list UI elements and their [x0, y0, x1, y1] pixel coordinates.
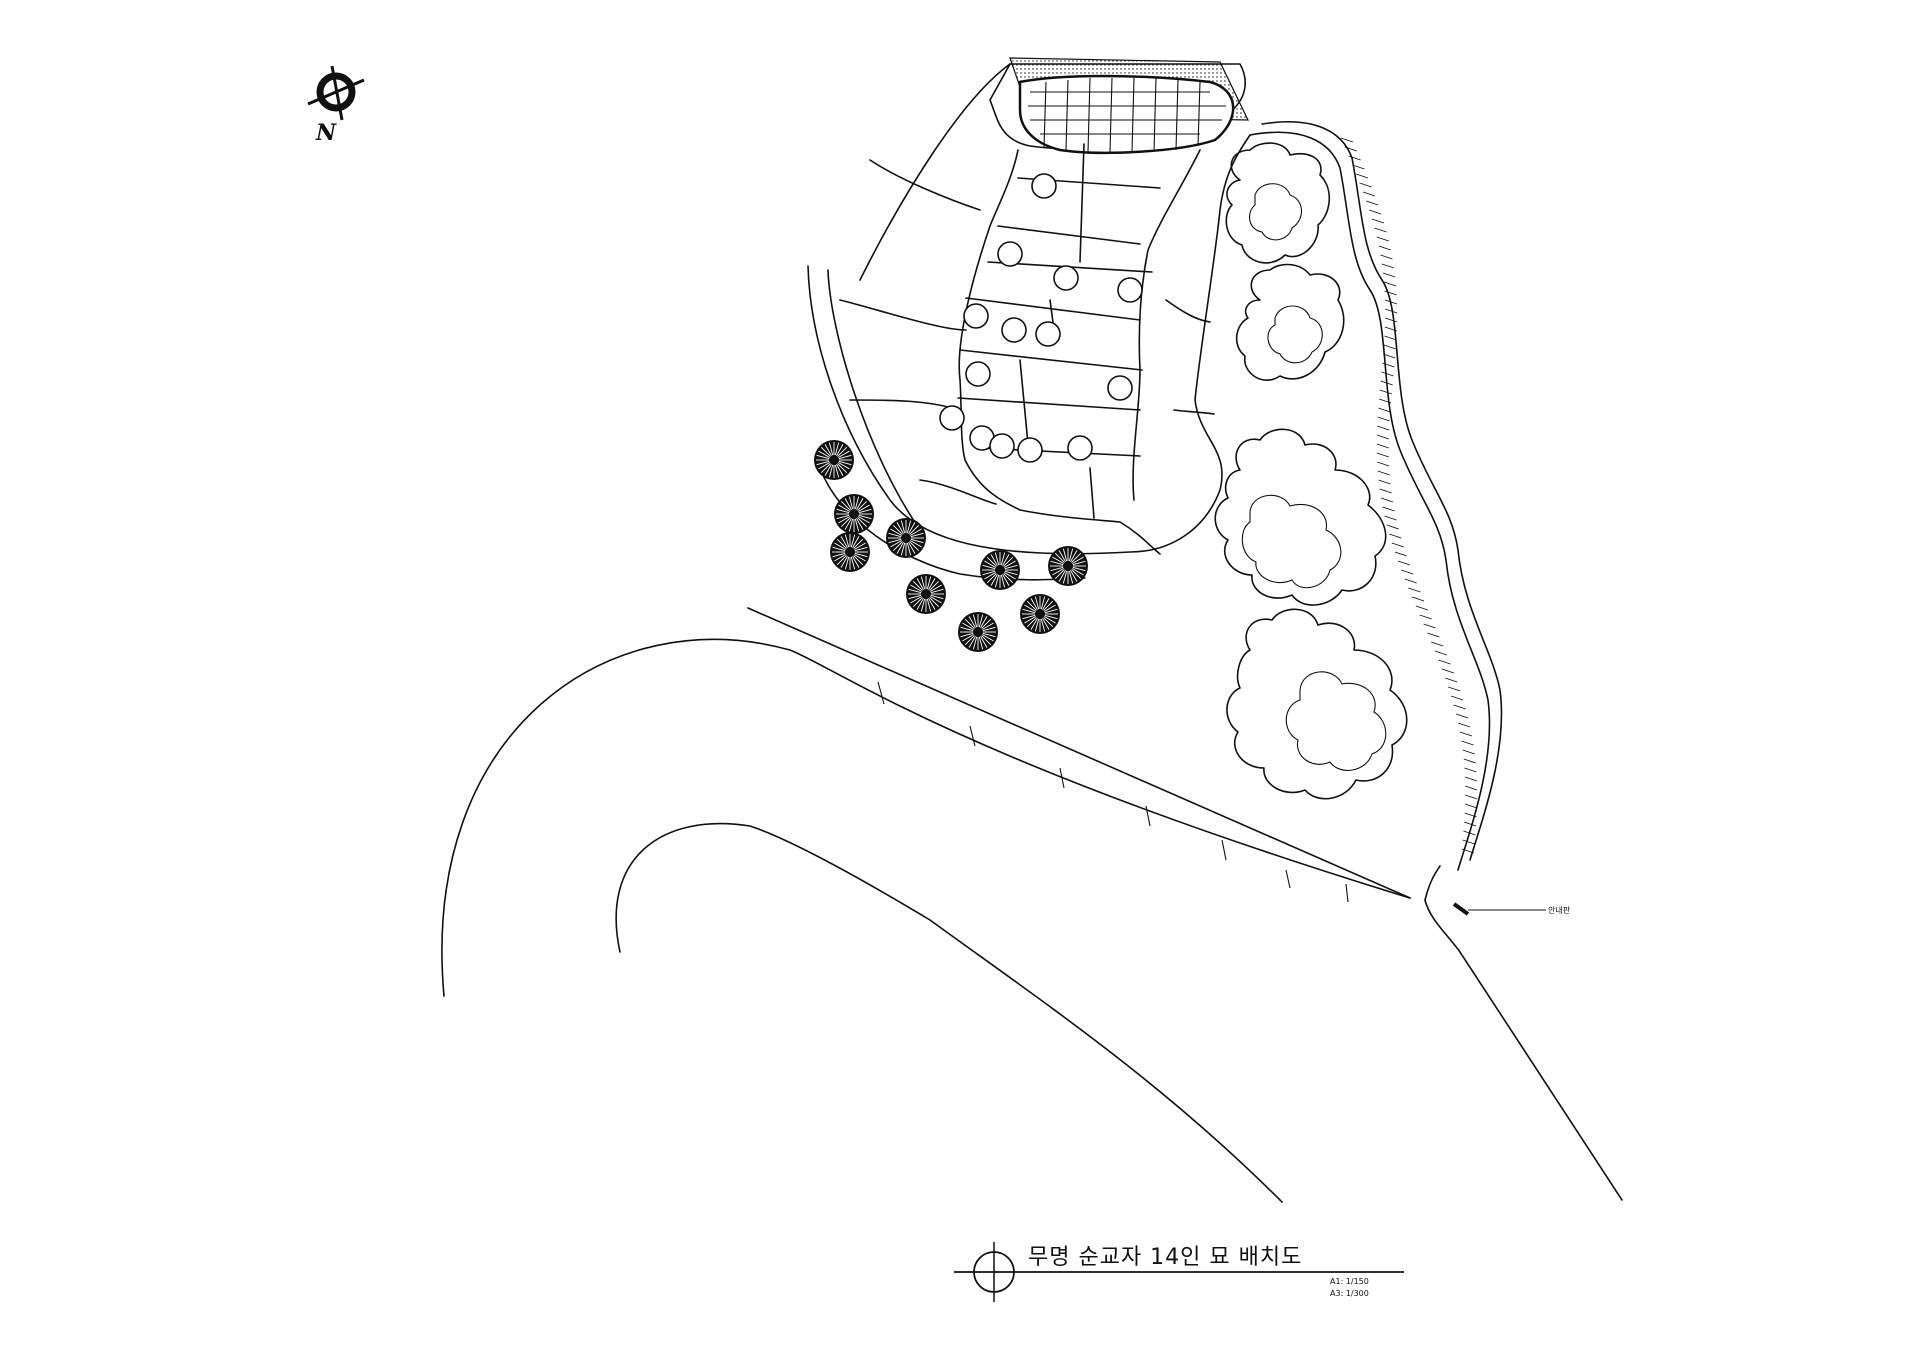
- embankment-edge: [1249, 120, 1503, 871]
- tree-icon: [1020, 594, 1060, 634]
- grave-mound-icon: [1067, 435, 1093, 461]
- tree-icon: [886, 518, 926, 558]
- grave-mound-icon: [1035, 321, 1061, 347]
- drawing-title: 무명 순교자 14인 묘 배치도: [1028, 1245, 1302, 1270]
- grave-mound-icon: [997, 241, 1023, 267]
- grave-mound-icon: [1001, 317, 1027, 343]
- section-marker-icon: [954, 1242, 1404, 1302]
- title-block: 무명 순교자 14인 묘 배치도 A1: 1/150 A3: 1/300: [954, 1242, 1404, 1302]
- tree-icon: [1048, 546, 1088, 586]
- grave-mound-icon: [965, 361, 991, 387]
- tree-icon: [906, 574, 946, 614]
- grave-mound-icon: [1117, 277, 1143, 303]
- scale-a1: A1: 1/150: [1330, 1277, 1369, 1286]
- shrub-cluster-icon: [1214, 428, 1387, 606]
- grave-mound-icon: [939, 405, 965, 431]
- shrub-cluster-icon: [1285, 671, 1387, 771]
- grave-mound-icon: [1053, 265, 1079, 291]
- road-lines: [441, 607, 1623, 1203]
- grave-mound-icon: [1031, 173, 1057, 199]
- grave-mounds: [939, 173, 1143, 463]
- tree-group: [814, 440, 1088, 652]
- stone-wall: [1009, 57, 1249, 155]
- grave-mound-icon: [1107, 375, 1133, 401]
- road-edge-ticks: [877, 681, 1349, 903]
- shrub-cluster-icon: [1249, 183, 1303, 241]
- north-arrow-icon: N: [307, 65, 365, 146]
- scale-a3: A3: 1/300: [1330, 1289, 1369, 1298]
- sign-label: 안내판: [1548, 905, 1571, 915]
- tree-icon: [834, 494, 874, 534]
- shrub-cluster-icon: [1226, 608, 1408, 800]
- shrub-cluster-icon: [1225, 142, 1330, 264]
- shrub-cluster-icon: [1241, 494, 1342, 589]
- shrub-cluster-icon: [1267, 305, 1323, 364]
- grave-mound-icon: [963, 303, 989, 329]
- tree-icon: [830, 532, 870, 572]
- grave-mound-icon: [1017, 437, 1043, 463]
- shrub-clusters: [1214, 142, 1408, 800]
- shrub-cluster-icon: [1235, 263, 1345, 381]
- tree-icon: [958, 612, 998, 652]
- embankment-ticks: [1340, 137, 1478, 854]
- sign-callout: 안내판: [1452, 902, 1571, 916]
- tree-icon: [814, 440, 854, 480]
- tree-icon: [980, 550, 1020, 590]
- grave-plot-grid: [839, 143, 1215, 555]
- north-label: N: [315, 120, 337, 146]
- grave-mound-icon: [989, 433, 1015, 459]
